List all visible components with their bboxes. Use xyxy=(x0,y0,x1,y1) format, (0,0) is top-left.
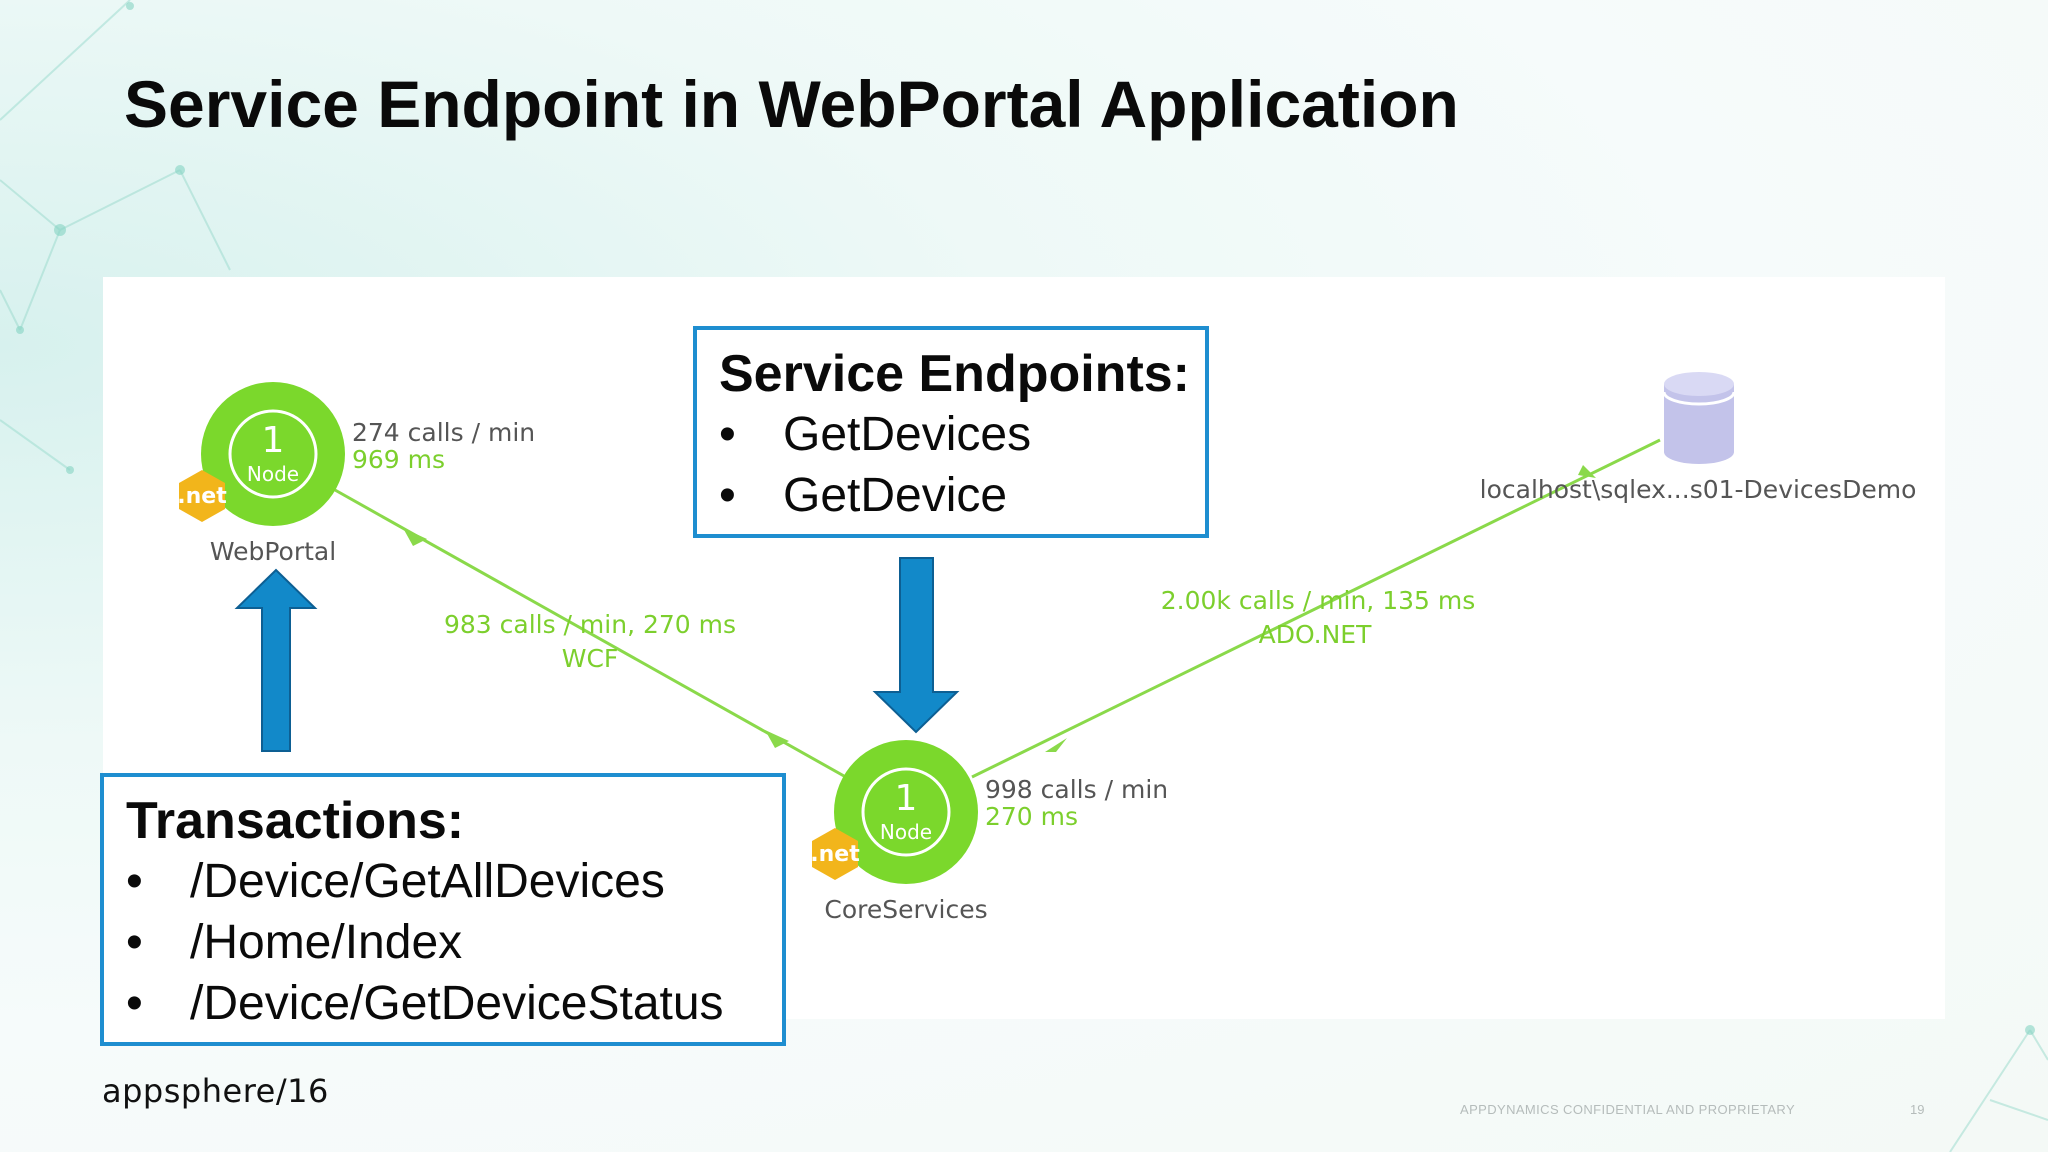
bullet: • xyxy=(126,855,143,908)
edge-wcf-protocol: WCF xyxy=(562,644,619,673)
appsphere-logo: appsphere/16 xyxy=(102,1072,329,1110)
slide-title: Service Endpoint in WebPortal Applicatio… xyxy=(124,67,1459,141)
node-count: 1 xyxy=(895,778,918,819)
database-icon xyxy=(1662,372,1736,464)
edge-coreservices-database[interactable] xyxy=(971,438,1661,779)
bullet: • xyxy=(719,408,736,461)
edge-webportal-coreservices[interactable] xyxy=(334,488,861,787)
edge-adonet-metrics: 2.00k calls / min, 135 ms xyxy=(1161,586,1475,615)
node-calls: 274 calls / min xyxy=(352,418,535,447)
page-number: 19 xyxy=(1910,1102,1925,1117)
edge-adonet-protocol: ADO.NET xyxy=(1259,620,1372,649)
endpoint-name: GetDevices xyxy=(783,408,1032,461)
edge-label-adonet: 2.00k calls / min, 135 ms ADO.NET xyxy=(1161,586,1475,649)
node-label: CoreServices xyxy=(824,895,987,924)
edge-direction-arrow xyxy=(1578,465,1596,478)
edge-label-wcf: 983 calls / min, 270 ms WCF xyxy=(444,610,736,673)
callout-heading: Transactions: xyxy=(126,792,465,850)
edge-wcf-metrics: 983 calls / min, 270 ms xyxy=(444,610,736,639)
node-unit: Node xyxy=(247,462,299,486)
net-badge-icon xyxy=(812,828,858,880)
node-coreservices[interactable]: 1 Node .net CoreServices 998 calls / min… xyxy=(810,740,1168,924)
confidential-note: APPDYNAMICS CONFIDENTIAL AND PROPRIETARY xyxy=(1460,1102,1796,1117)
edge-direction-arrow xyxy=(1045,738,1067,752)
transactions-callout: Transactions: • /Device/GetAllDevices • /H… xyxy=(100,773,786,1046)
transaction-name: /Home/Index xyxy=(190,916,463,969)
endpoint-list: • GetDevices • GetDevice xyxy=(719,404,1205,526)
node-webportal[interactable]: 1 Node .net WebPortal 274 calls / min 96… xyxy=(177,382,535,566)
list-item: • GetDevice xyxy=(719,465,1205,526)
node-unit: Node xyxy=(880,820,932,844)
list-item: • /Device/GetDeviceStatus xyxy=(126,973,782,1034)
transaction-name: /Device/GetAllDevices xyxy=(190,855,665,908)
net-badge-label: .net xyxy=(177,484,227,509)
bullet: • xyxy=(126,977,143,1030)
node-label: localhost\sqlex...s01-DevicesDemo xyxy=(1480,475,1917,504)
transaction-list: • /Device/GetAllDevices • /Home/Index • /De… xyxy=(126,851,782,1034)
callout-heading: Service Endpoints: xyxy=(719,345,1190,403)
node-calls: 998 calls / min xyxy=(985,775,1168,804)
net-badge-label: .net xyxy=(810,842,860,867)
list-item: • /Device/GetAllDevices xyxy=(126,851,782,912)
bullet: • xyxy=(126,916,143,969)
transaction-name: /Device/GetDeviceStatus xyxy=(190,977,724,1030)
bullet: • xyxy=(719,469,736,522)
down-arrow-icon xyxy=(872,557,960,734)
list-item: • GetDevices xyxy=(719,404,1205,465)
node-label: WebPortal xyxy=(210,537,336,566)
list-item: • /Home/Index xyxy=(126,912,782,973)
node-response-time: 969 ms xyxy=(352,445,445,474)
node-count: 1 xyxy=(262,420,285,461)
service-endpoints-callout: Service Endpoints: • GetDevices • GetDevic… xyxy=(693,326,1209,538)
edge-direction-arrow xyxy=(403,528,427,546)
endpoint-name: GetDevice xyxy=(783,469,1008,522)
node-database[interactable]: localhost\sqlex...s01-DevicesDemo xyxy=(1480,372,1917,504)
net-badge-icon xyxy=(179,470,225,522)
node-response-time: 270 ms xyxy=(985,802,1078,831)
edge-direction-arrow xyxy=(765,730,789,748)
up-arrow-icon xyxy=(234,568,318,752)
